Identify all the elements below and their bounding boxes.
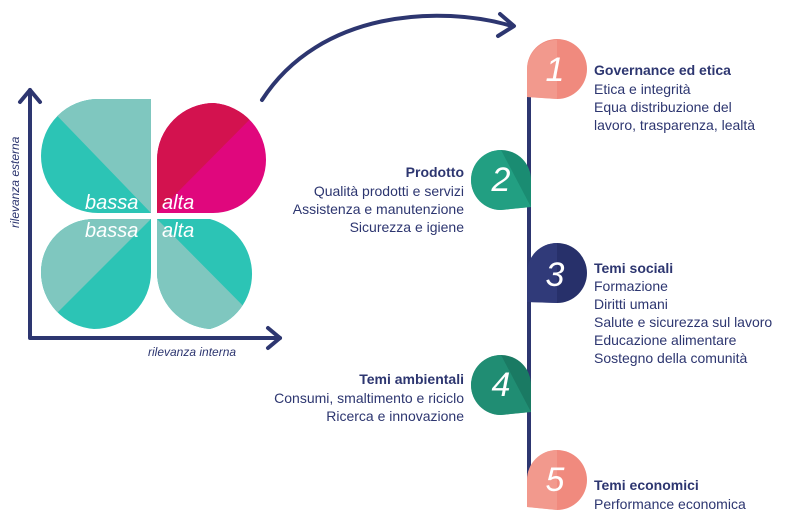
x-axis-label: rilevanza interna <box>148 345 237 359</box>
topic-item: Assistenza e manutenzione <box>292 201 464 217</box>
petal-top-right <box>157 103 267 213</box>
topic-title: Prodotto <box>405 164 464 180</box>
marker-3 <box>527 243 587 303</box>
petal-bottom-left <box>40 219 151 329</box>
topic-items: Performance economica <box>594 495 746 513</box>
topic-item: Sostegno della comunità <box>594 350 748 366</box>
curved-arrow <box>260 12 516 102</box>
topic-items: Qualità prodotti e servizi Assistenza e … <box>293 182 464 236</box>
topic-item: Qualità prodotti e servizi <box>313 183 464 199</box>
topic-item: Ricerca e innovazione <box>326 408 464 424</box>
marker-number-1: 1 <box>545 51 565 89</box>
topic-item: Performance economica <box>594 496 746 512</box>
marker-number-3: 3 <box>545 256 565 294</box>
topic-title: Temi ambientali <box>359 371 464 387</box>
topic-item: Equa distribuzione del <box>594 99 732 115</box>
topic-title: Governance ed etica <box>594 62 731 78</box>
topic-items: Consumi, smaltimento e riciclo Ricerca e… <box>274 389 464 425</box>
marker-5 <box>527 450 587 510</box>
topic-item: Formazione <box>594 278 668 294</box>
topic-items: Formazione Diritti umani Salute e sicure… <box>594 277 772 367</box>
y-axis-label: rilevanza esterna <box>8 136 22 228</box>
topic-items: Etica e integrità Equa distribuzione del… <box>594 80 755 134</box>
topic-title: Temi sociali <box>594 260 674 276</box>
topic-item: Salute e sicurezza sul lavoro <box>594 314 773 330</box>
petal-top-left <box>41 99 151 213</box>
topic-item: Etica e integrità <box>594 81 691 97</box>
topic-item: Diritti umani <box>594 296 668 312</box>
topic-item: Educazione alimentare <box>594 332 737 348</box>
quadrant-label-bottom-right: alta <box>162 220 195 242</box>
quadrant-label-bottom-left: bassa <box>85 220 139 242</box>
quadrant-label-top-right: alta <box>162 192 195 214</box>
petal-bottom-right <box>156 219 253 329</box>
topic-item: Consumi, smaltimento e riciclo <box>274 390 464 406</box>
topic-title: Temi economici <box>594 477 699 493</box>
marker-1 <box>527 39 587 99</box>
marker-2 <box>471 150 531 210</box>
marker-number-2: 2 <box>491 161 511 199</box>
matrix-axes <box>18 88 282 350</box>
marker-number-4: 4 <box>491 366 511 404</box>
topic-item: Sicurezza e igiene <box>349 219 464 235</box>
marker-4 <box>471 355 531 415</box>
topic-item: lavoro, trasparenza, lealtà <box>594 117 756 133</box>
marker-number-5: 5 <box>545 461 565 499</box>
quadrant-label-top-left: bassa <box>85 192 139 214</box>
